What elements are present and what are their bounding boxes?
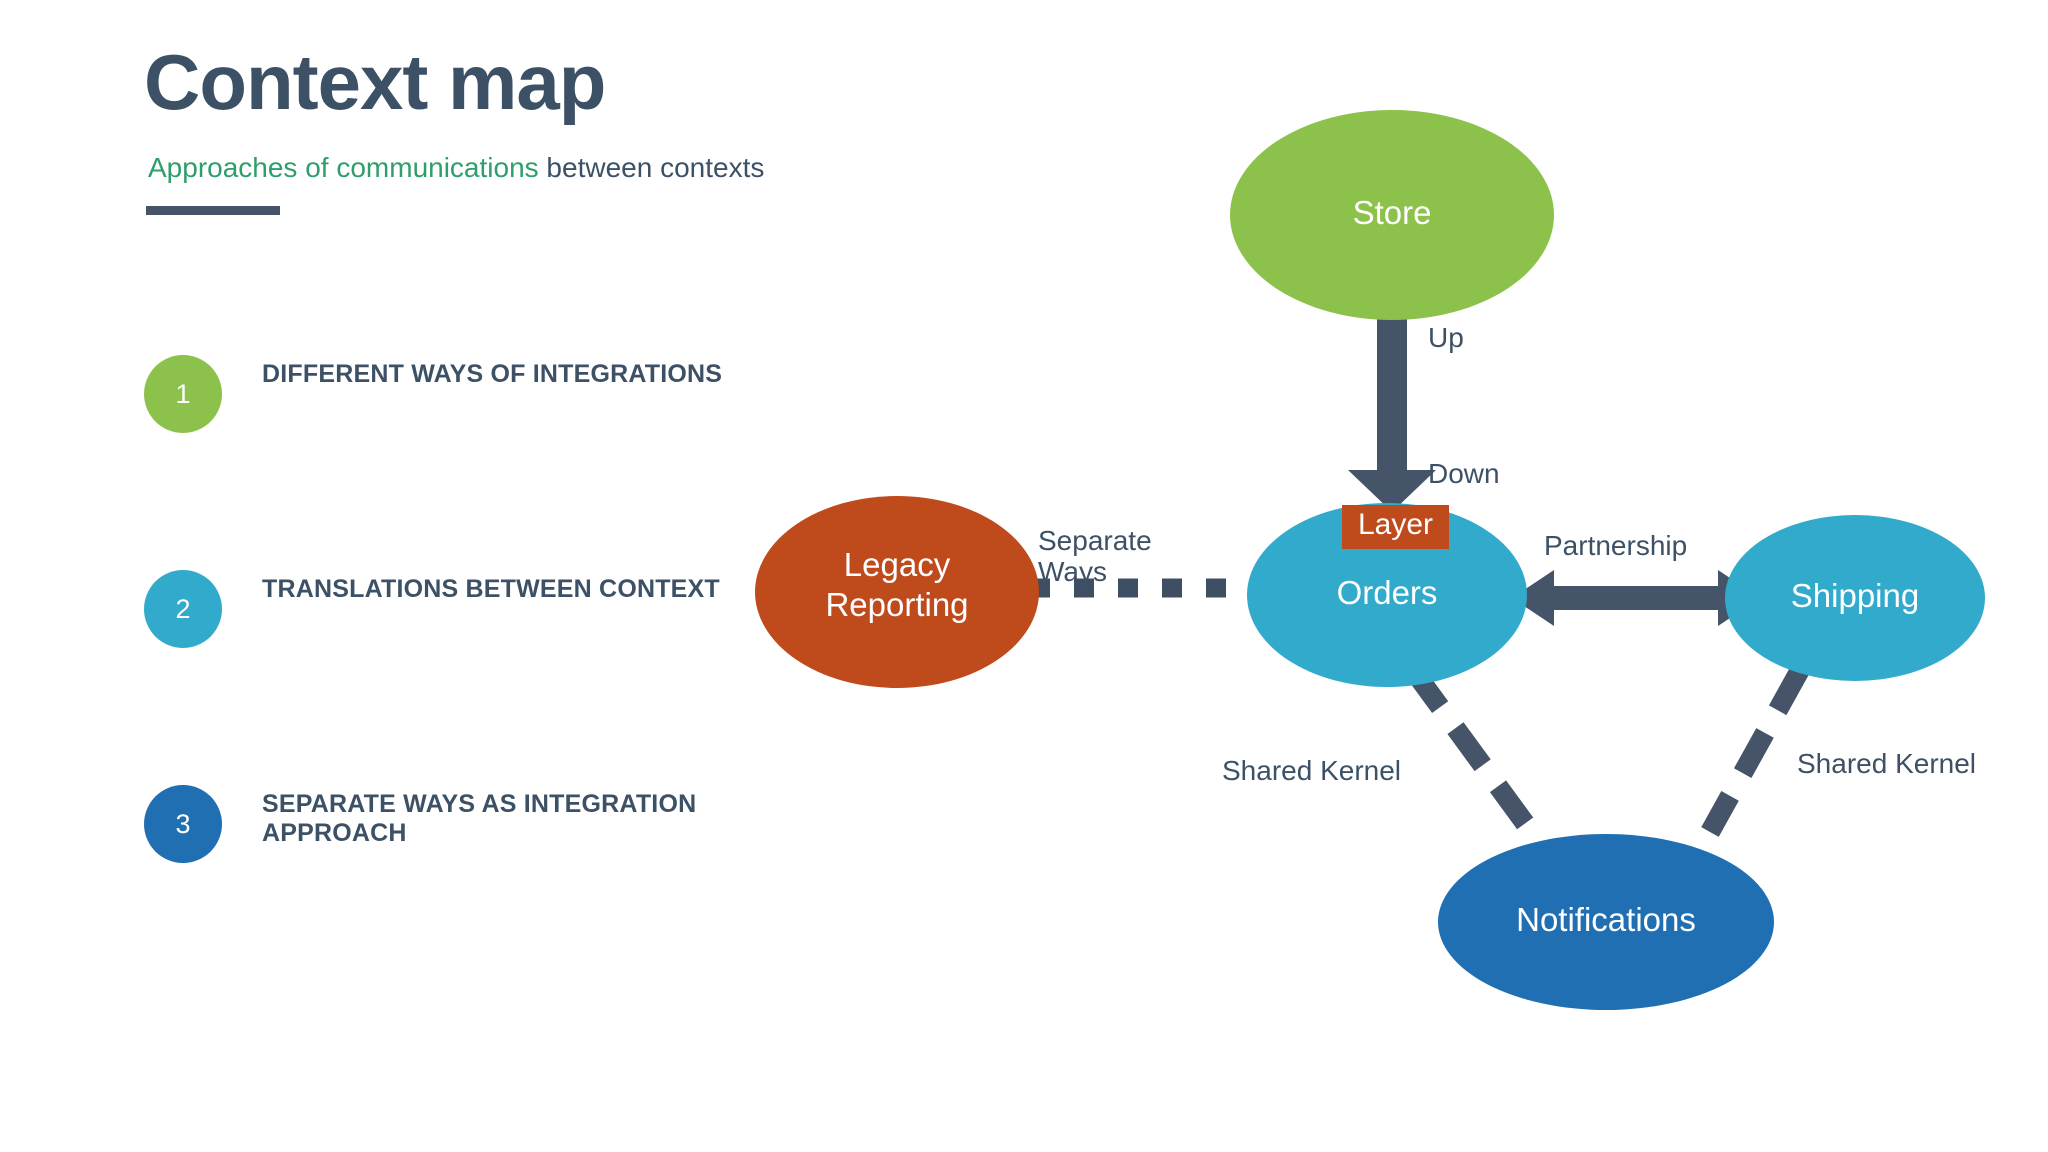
node-orders: [1247, 503, 1527, 687]
legend-item-2[interactable]: 2 TRANSLATIONS BETWEEN CONTEXT: [144, 570, 764, 700]
title-underline-rule: [146, 206, 280, 215]
legend-list: 1 DIFFERENT WAYS OF INTEGRATIONS 2 TRANS…: [144, 355, 764, 863]
node-notifications: [1438, 834, 1774, 1010]
edge-store-orders: [1348, 300, 1436, 512]
legend-number-1: 1: [175, 378, 191, 409]
legend-badge-3: 3: [144, 785, 222, 863]
page-subtitle: Approaches of communications between con…: [148, 152, 764, 184]
legend-label-3: SEPARATE WAYS AS INTEGRATION APPROACH: [262, 790, 697, 847]
legend-label-2: TRANSLATIONS BETWEEN CONTEXT: [262, 575, 720, 603]
node-shipping: [1725, 515, 1985, 681]
legend-item-3[interactable]: 3 SEPARATE WAYS AS INTEGRATION APPROACH: [144, 785, 764, 915]
legend-badge-2: 2: [144, 570, 222, 648]
legend-number-3: 3: [175, 808, 191, 839]
legend-badge-1: 1: [144, 355, 222, 433]
page-title: Context map: [144, 38, 606, 126]
legend-label-1: DIFFERENT WAYS OF INTEGRATIONS: [262, 360, 723, 388]
node-legacy-reporting: [755, 496, 1039, 688]
node-store: [1230, 110, 1554, 320]
subtitle-rest-text: between contexts: [538, 152, 765, 183]
subtitle-accent-text: Approaches of communications: [148, 152, 539, 183]
layer-badge: Layer: [1342, 505, 1450, 549]
edge-shipping-notifications: [1701, 665, 1809, 837]
edge-orders-shipping: [1512, 570, 1760, 626]
legend-number-2: 2: [175, 593, 191, 624]
legend-item-1[interactable]: 1 DIFFERENT WAYS OF INTEGRATIONS: [144, 355, 764, 485]
edge-orders-notifications: [1404, 664, 1539, 836]
